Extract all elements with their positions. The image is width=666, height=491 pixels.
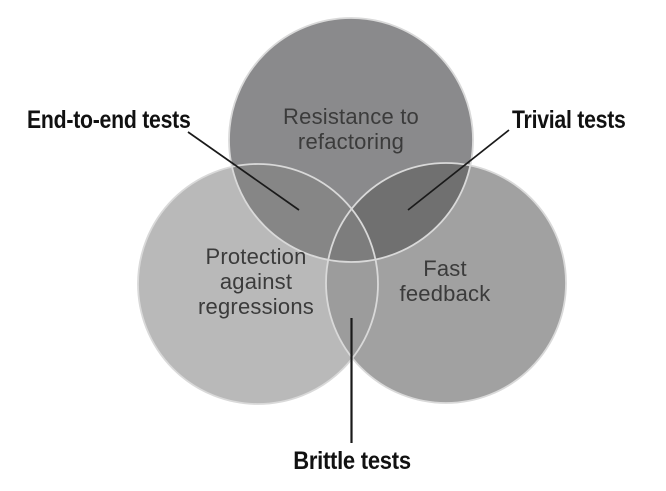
circle-outline-top [228, 17, 474, 263]
label-resistance-to-refactoring: Resistance to refactoring [283, 104, 419, 154]
circle-outline-right [325, 162, 567, 404]
label-brittle-tests: Brittle tests [293, 447, 411, 475]
circle-outline-left [137, 163, 379, 405]
label-fast-feedback: Fast feedback [399, 256, 491, 306]
callout-line-end-to-end [187, 131, 300, 211]
overlap-top-right [326, 163, 473, 262]
callout-line-trivial [407, 129, 510, 211]
label-protection-against-regressions: Protection against regressions [198, 244, 314, 319]
label-trivial-tests: Trivial tests [512, 106, 626, 134]
overlap-top-left [229, 164, 378, 262]
label-end-to-end-tests: End-to-end tests [27, 106, 191, 134]
